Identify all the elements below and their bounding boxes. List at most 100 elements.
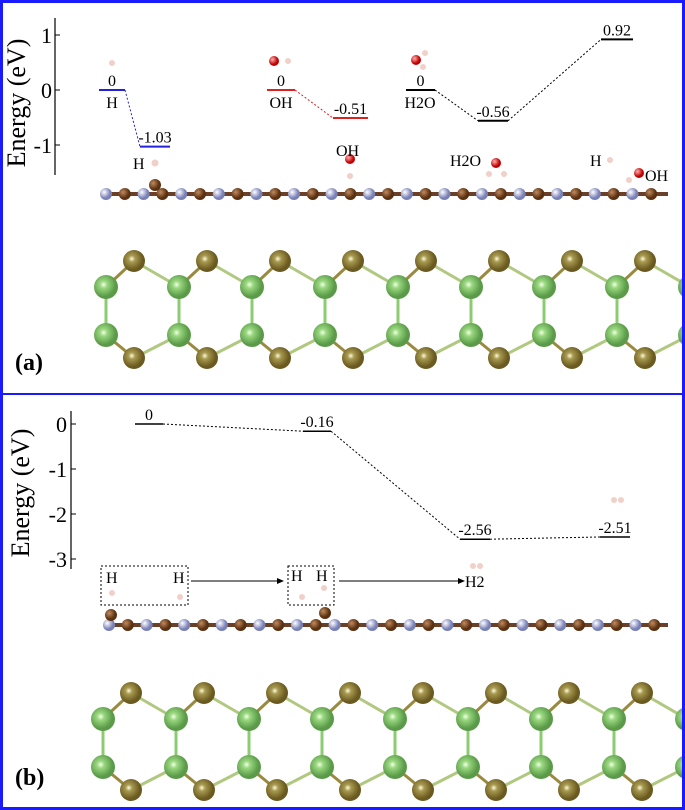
sulfur-atom [196, 250, 218, 272]
hydrogen-atom [486, 171, 492, 177]
atomic-structure-b [91, 497, 682, 801]
sulfur-atom [123, 347, 145, 369]
carbon-atom [121, 619, 134, 631]
carbon-atom [457, 188, 470, 200]
carbon-atom [419, 188, 432, 200]
nitrogen-atom [516, 619, 529, 631]
carbon-atom [422, 619, 435, 631]
nitrogen-atom [137, 188, 150, 200]
oxygen-atom [411, 55, 421, 65]
energy-value-label: -2.51 [598, 520, 631, 537]
species-label: H [106, 95, 118, 112]
carbon-atom [570, 188, 582, 200]
carbon-atom [272, 619, 285, 631]
arrow-head [277, 578, 284, 584]
carbon-atom [269, 188, 282, 200]
sulfur-atom [342, 250, 364, 272]
metal-atom [310, 707, 334, 731]
metal-atom [456, 707, 480, 731]
nitrogen-atom [441, 619, 454, 631]
energy-value-label: 0 [145, 407, 153, 424]
y-tick-label: 0 [56, 412, 67, 437]
metal-atom [532, 275, 556, 299]
nitrogen-atom [438, 188, 451, 200]
metal-atom [459, 323, 483, 347]
hydrogen-atom [626, 177, 632, 183]
oxygen-atom [491, 158, 501, 168]
metal-atom [383, 707, 407, 731]
nitrogen-atom [479, 619, 491, 631]
carbon-atom [494, 188, 507, 200]
nitrogen-atom [476, 188, 488, 200]
y-tick-label: -2 [49, 502, 67, 527]
adsorbate-label-h2o: H2O [450, 153, 481, 170]
sulfur-atom [485, 682, 507, 704]
metal-atom [602, 755, 626, 779]
connector-dotted [507, 39, 602, 122]
sulfur-atom [488, 347, 510, 369]
sulfur-atom [631, 779, 653, 801]
sulfur-atom [488, 250, 510, 272]
step-label-h: H [316, 568, 328, 585]
initial-state-box [100, 565, 189, 606]
hydrogen-atom [611, 497, 617, 503]
carbon-atom [648, 619, 661, 631]
metal-atom [675, 708, 682, 730]
nitrogen-atom [366, 619, 379, 631]
metal-atom [602, 707, 626, 731]
energy-profile-a: Energy (eV) (a) H2O H2O 10-10H-1.030OH-0… [3, 18, 669, 376]
species-label: OH [269, 95, 293, 112]
sulfur-atom [339, 682, 361, 704]
nitrogen-atom [588, 188, 601, 200]
hydrogen-atom [607, 157, 613, 163]
nitrogen-atom [215, 619, 228, 631]
adsorbate-label: OH [645, 168, 669, 185]
carbon-atom [118, 188, 131, 200]
hydrogen-atom [151, 159, 159, 167]
sulfur-atom [412, 682, 434, 704]
metal-atom [386, 275, 410, 299]
carbon-atom [532, 188, 545, 200]
energy-value-label: 0.92 [603, 22, 631, 39]
carbon-atom [573, 619, 585, 631]
ylabel-b: Energy (eV) [6, 429, 35, 558]
metal-atom [240, 323, 264, 347]
carbon-atom [194, 188, 206, 200]
sulfur-atom [193, 682, 215, 704]
nitrogen-atom [629, 619, 642, 631]
hydrogen-atom [470, 563, 476, 569]
hydrogen-atom [477, 563, 483, 569]
nitrogen-atom [363, 188, 376, 200]
sulfur-atom [339, 779, 361, 801]
nitrogen-atom [175, 188, 188, 200]
nitrogen-atom [178, 619, 191, 631]
carbon-atom [344, 188, 357, 200]
metal-atom [237, 755, 261, 779]
nitrogen-atom [591, 619, 604, 631]
sulfur-atom [193, 779, 215, 801]
panel-label-a: (a) [15, 350, 43, 376]
y-tick-label: -1 [49, 457, 67, 482]
sulfur-atom [485, 779, 507, 801]
sulfur-atom [631, 682, 653, 704]
metal-atom [386, 323, 410, 347]
sulfur-atom [561, 347, 583, 369]
metal-atom [167, 275, 191, 299]
panel-label-b: (b) [15, 765, 44, 791]
carbon-atom [385, 619, 397, 631]
energy-value-label: -1.03 [138, 130, 171, 147]
ylabel-a: Energy (eV) [3, 39, 31, 168]
arrow-head [458, 578, 465, 584]
sulfur-atom [266, 779, 288, 801]
sulfur-atom [558, 682, 580, 704]
hydrogen-atom [347, 173, 353, 179]
nitrogen-atom [328, 619, 341, 631]
carbon-atom [535, 619, 548, 631]
metal-atom [167, 323, 191, 347]
metal-atom [94, 323, 118, 347]
sulfur-atom [558, 779, 580, 801]
sulfur-atom [415, 347, 437, 369]
intermediate-state-box [287, 565, 335, 606]
metal-atom [678, 278, 682, 296]
